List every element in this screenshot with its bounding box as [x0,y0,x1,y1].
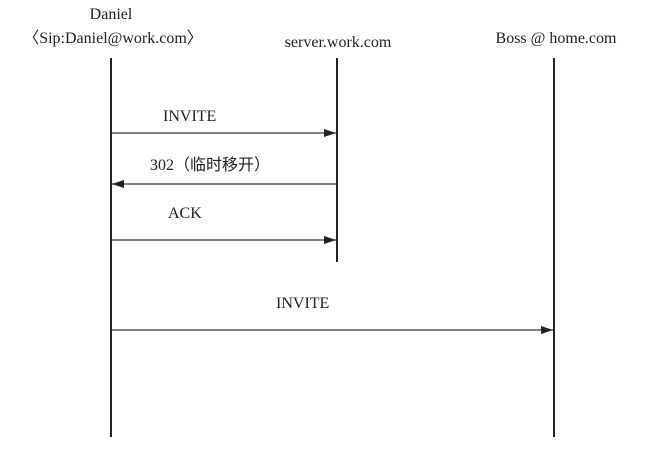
message-label-invite-1: INVITE [163,108,217,125]
participant-daniel-name: Daniel [89,6,133,23]
participant-boss-name: Boss @ home.com [495,30,617,47]
message-label-302: 302（临时移开） [150,157,271,174]
message-label-invite-2: INVITE [276,295,330,312]
message-label-ack: ACK [168,205,202,222]
participant-server-name: server.work.com [284,34,392,51]
participant-daniel-address: 〈Sip:Daniel@work.com〉 [23,30,203,47]
